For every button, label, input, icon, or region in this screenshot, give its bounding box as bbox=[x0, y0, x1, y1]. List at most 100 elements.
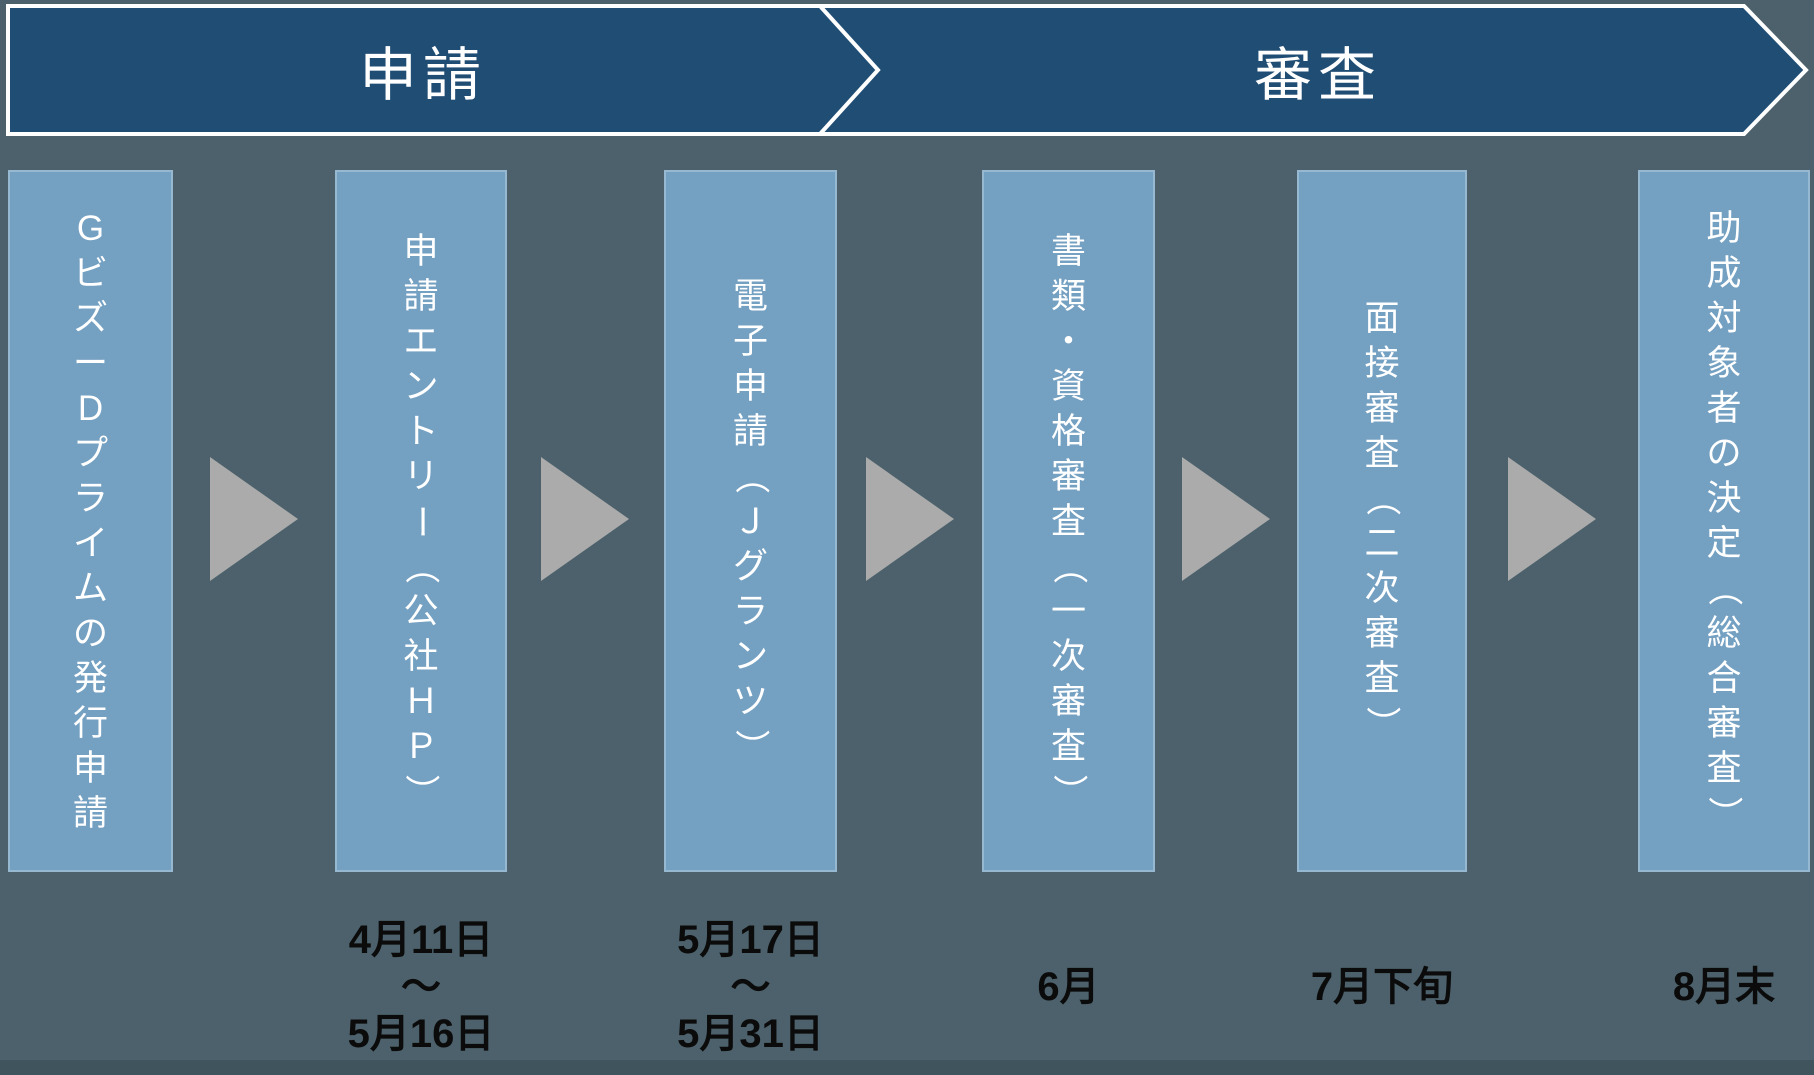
step-character: 接 bbox=[1364, 344, 1400, 383]
step-character: G bbox=[76, 209, 105, 248]
step-box-interview-screening: 面接審査（二次審査） bbox=[1297, 170, 1467, 872]
step-character: イ bbox=[72, 524, 108, 563]
step-character: 申 bbox=[403, 231, 439, 271]
step-character: エ bbox=[403, 321, 439, 361]
step-character: 子 bbox=[732, 321, 768, 361]
step-character: 発 bbox=[72, 659, 108, 698]
step-character: 総 bbox=[1706, 614, 1742, 653]
connector-arrow-icon bbox=[866, 457, 954, 581]
step-character: Ｊ bbox=[732, 501, 768, 541]
step-character: D bbox=[77, 389, 104, 428]
step-character: ラ bbox=[732, 591, 768, 631]
step-character: 審 bbox=[1050, 681, 1086, 721]
step-character: （ bbox=[1362, 480, 1402, 516]
phase-arrow-shape bbox=[6, 4, 1809, 136]
step-character: ン bbox=[403, 366, 439, 406]
step-character: 社 bbox=[403, 636, 439, 676]
date-label-grantee-decision: 8月末 bbox=[1638, 910, 1810, 1065]
date-line: 7月下旬 bbox=[1310, 965, 1454, 1009]
step-character: Ｐ bbox=[403, 726, 439, 766]
step-character: 審 bbox=[1050, 456, 1086, 496]
step-character: 一 bbox=[1050, 591, 1086, 631]
step-character: 者 bbox=[1706, 389, 1742, 428]
step-character: ） bbox=[1362, 705, 1402, 741]
step-character: 電 bbox=[732, 276, 768, 316]
step-character: ・ bbox=[1050, 321, 1086, 361]
date-label-application-entry: 4月11日～5月16日 bbox=[335, 910, 507, 1065]
step-character: 定 bbox=[1706, 524, 1742, 563]
step-character: 査 bbox=[1364, 434, 1400, 473]
date-line: 8月末 bbox=[1672, 965, 1776, 1009]
date-line: 5月17日 bbox=[677, 918, 824, 962]
step-box-grantee-decision: 助成対象者の決定 （ 総合審査 ） bbox=[1638, 170, 1810, 872]
connector-arrow-icon bbox=[210, 457, 298, 581]
step-character: 対 bbox=[1706, 299, 1742, 338]
step-character: （ bbox=[1049, 548, 1088, 584]
step-character: 面 bbox=[1364, 299, 1400, 338]
step-character: 請 bbox=[72, 794, 108, 833]
step-character: 次 bbox=[1050, 636, 1086, 676]
step-character: 格 bbox=[1050, 411, 1086, 451]
step-character: 成 bbox=[1706, 254, 1742, 293]
step-character: の bbox=[72, 614, 108, 653]
step-character: ー bbox=[72, 344, 108, 383]
phase-divider-chevron bbox=[818, 4, 881, 136]
step-character: 審 bbox=[1706, 704, 1742, 743]
step-character: ラ bbox=[72, 479, 108, 518]
connector-arrow-icon bbox=[1182, 457, 1270, 581]
step-character: 査 bbox=[1050, 726, 1086, 766]
date-line: ～ bbox=[401, 965, 441, 1009]
step-character: ト bbox=[403, 411, 439, 451]
step-character: ツ bbox=[732, 681, 768, 721]
step-character: ー bbox=[401, 503, 441, 539]
date-label-document-screening: 6月 bbox=[982, 910, 1155, 1065]
step-character: 査 bbox=[1050, 501, 1086, 541]
step-character: ン bbox=[732, 636, 768, 676]
step-character: ） bbox=[401, 773, 441, 809]
step-character: 二 bbox=[1364, 524, 1400, 563]
date-line: 5月16日 bbox=[347, 1012, 495, 1056]
step-character: 申 bbox=[732, 366, 768, 406]
date-line: 4月11日 bbox=[348, 918, 494, 962]
connector-arrow-icon bbox=[541, 457, 629, 581]
bottom-edge-strip bbox=[0, 1060, 1814, 1075]
step-character: 象 bbox=[1706, 344, 1742, 383]
step-character: ） bbox=[731, 728, 770, 764]
step-character: 合 bbox=[1706, 659, 1742, 698]
step-character: （ bbox=[731, 458, 770, 494]
step-character: 申 bbox=[72, 749, 108, 788]
step-box-document-screening: 書類・資格審査（一次審査） bbox=[982, 170, 1155, 872]
step-character: Ｈ bbox=[403, 681, 439, 721]
step-character: 請 bbox=[732, 411, 768, 451]
step-character: 書 bbox=[1050, 231, 1086, 271]
step-character: ム bbox=[72, 569, 108, 608]
step-character: ） bbox=[1704, 795, 1744, 831]
date-label-interview-screening: 7月下旬 bbox=[1297, 910, 1467, 1065]
step-character: の bbox=[1706, 434, 1742, 473]
date-line: 6月 bbox=[1037, 965, 1100, 1009]
step-character: 資 bbox=[1050, 366, 1086, 406]
step-character: ビ bbox=[72, 254, 108, 293]
step-character: （ bbox=[401, 548, 441, 584]
step-character: 決 bbox=[1706, 479, 1742, 518]
step-character: （ bbox=[1704, 570, 1744, 606]
date-label-electronic-application: 5月17日～5月31日 bbox=[664, 910, 837, 1065]
phase-label-screening: 審査 bbox=[1253, 43, 1382, 108]
step-character: プ bbox=[72, 434, 108, 473]
step-character: 査 bbox=[1706, 749, 1742, 788]
step-character: 行 bbox=[72, 704, 108, 743]
phase-header-band bbox=[6, 4, 1809, 136]
step-character: 査 bbox=[1364, 659, 1400, 698]
step-character: ） bbox=[1049, 773, 1088, 809]
step-character: 審 bbox=[1364, 389, 1400, 428]
step-character: 審 bbox=[1364, 614, 1400, 653]
step-character: 助 bbox=[1706, 209, 1742, 248]
step-character: 公 bbox=[403, 591, 439, 631]
step-character: 請 bbox=[403, 276, 439, 316]
connector-arrow-icon bbox=[1508, 457, 1596, 581]
step-character: 次 bbox=[1364, 569, 1400, 608]
